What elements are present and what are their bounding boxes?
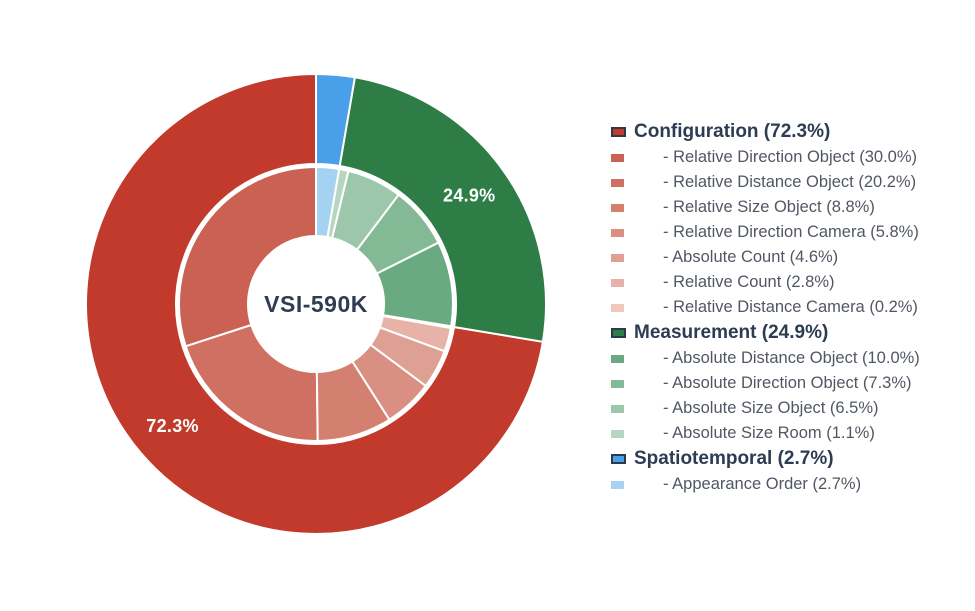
legend-item-relative-distance-object: - Relative Distance Object (20.2%) xyxy=(611,170,971,195)
legend-label: Spatiotemporal (2.7%) xyxy=(634,448,834,469)
legend-swatch-relative-size-object xyxy=(611,203,624,212)
slice-label-measurement: 24.9% xyxy=(443,185,496,205)
legend-label: - Relative Distance Object (20.2%) xyxy=(663,173,917,191)
legend-item-absolute-size-room: - Absolute Size Room (1.1%) xyxy=(611,421,971,446)
legend-swatch-absolute-size-room xyxy=(611,429,624,438)
donut-segments xyxy=(85,73,547,535)
legend-swatch-relative-count xyxy=(611,278,624,287)
legend-swatch-relative-distance-camera xyxy=(611,303,624,312)
legend-label: - Relative Count (2.8%) xyxy=(663,273,835,291)
subslice-relative-distance-object xyxy=(184,324,319,442)
legend-item-absolute-direction-object: - Absolute Direction Object (7.3%) xyxy=(611,371,971,396)
legend-item-relative-size-object: - Relative Size Object (8.8%) xyxy=(611,195,971,220)
donut-chart: 72.3% 24.9% VSI-590K xyxy=(85,73,547,535)
legend-item-configuration: Configuration (72.3%) xyxy=(611,119,971,145)
legend-item-spatiotemporal: Spatiotemporal (2.7%) xyxy=(611,446,971,472)
legend-label: - Relative Size Object (8.8%) xyxy=(663,198,875,216)
legend-swatch-spatiotemporal xyxy=(611,454,626,464)
legend-item-appearance-order: - Appearance Order (2.7%) xyxy=(611,472,971,497)
legend-swatch-absolute-distance-object xyxy=(611,354,624,363)
legend-label: Measurement (24.9%) xyxy=(634,322,829,343)
legend-swatch-absolute-size-object xyxy=(611,404,624,413)
legend-swatch-relative-direction-camera xyxy=(611,228,624,237)
legend-swatch-absolute-direction-object xyxy=(611,379,624,388)
legend-item-absolute-count: - Absolute Count (4.6%) xyxy=(611,245,971,270)
legend-swatch-configuration xyxy=(611,127,626,137)
legend-label: - Absolute Direction Object (7.3%) xyxy=(663,374,912,392)
legend-label: - Absolute Count (4.6%) xyxy=(663,248,839,266)
legend-label: Configuration (72.3%) xyxy=(634,121,831,142)
legend-item-relative-direction-object: - Relative Direction Object (30.0%) xyxy=(611,145,971,170)
legend-swatch-measurement xyxy=(611,328,626,338)
legend-swatch-relative-distance-object xyxy=(611,178,624,187)
legend-swatch-appearance-order xyxy=(611,480,624,489)
chart-center-label: VSI-590K xyxy=(264,291,368,317)
legend-item-absolute-size-object: - Absolute Size Object (6.5%) xyxy=(611,396,971,421)
legend-item-relative-distance-camera: - Relative Distance Camera (0.2%) xyxy=(611,295,971,320)
legend-item-measurement: Measurement (24.9%) xyxy=(611,320,971,346)
legend-swatch-absolute-count xyxy=(611,253,624,262)
legend-item-absolute-distance-object: - Absolute Distance Object (10.0%) xyxy=(611,346,971,371)
donut-chart-svg: 72.3% 24.9% VSI-590K xyxy=(85,73,547,535)
legend-label: - Relative Direction Camera (5.8%) xyxy=(663,223,919,241)
legend-label: - Absolute Size Room (1.1%) xyxy=(663,424,875,442)
slice-measurement xyxy=(338,76,547,343)
legend-label: - Relative Direction Object (30.0%) xyxy=(663,148,918,166)
legend-label: - Absolute Size Object (6.5%) xyxy=(663,399,879,417)
slice-labels: 72.3% 24.9% xyxy=(146,185,495,435)
slice-configuration xyxy=(85,73,544,535)
legend-label: - Absolute Distance Object (10.0%) xyxy=(663,349,920,367)
subslice-appearance-order xyxy=(315,166,341,238)
chart-legend: Configuration (72.3%) - Relative Directio… xyxy=(611,119,971,497)
slice-spatiotemporal xyxy=(315,73,356,168)
legend-item-relative-count: - Relative Count (2.8%) xyxy=(611,270,971,295)
legend-label: - Relative Distance Camera (0.2%) xyxy=(663,298,918,316)
subslice-relative-direction-object xyxy=(178,166,317,348)
legend-item-relative-direction-camera: - Relative Direction Camera (5.8%) xyxy=(611,220,971,245)
slice-label-configuration: 72.3% xyxy=(146,416,199,436)
legend-label: - Appearance Order (2.7%) xyxy=(663,475,862,493)
legend-swatch-relative-direction-object xyxy=(611,153,624,162)
